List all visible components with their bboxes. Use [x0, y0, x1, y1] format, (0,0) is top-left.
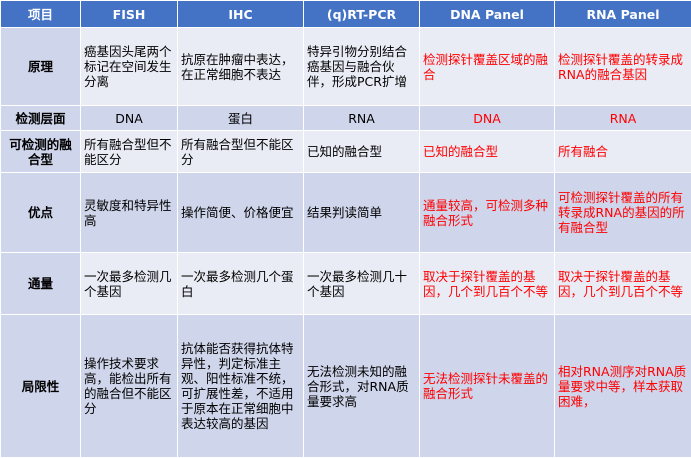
- row-label: 通量: [1, 253, 81, 315]
- table-row: 原理 癌基因头尾两个标记在空间发生分离 抗原在肿瘤中表达，在正常细胞不表达 特异…: [1, 28, 691, 106]
- header-cell-rna-panel: RNA Panel: [555, 1, 691, 28]
- table-cell: 检测探针覆盖区域的融合: [420, 28, 555, 106]
- table-cell: 所有融合: [555, 131, 691, 173]
- table-cell: 检测探针覆盖的转录成RNA的融合基因: [555, 28, 691, 106]
- header-cell-dna-panel: DNA Panel: [420, 1, 555, 28]
- header-cell-fish: FISH: [81, 1, 178, 28]
- header-cell-rtpcr: (q)RT-PCR: [304, 1, 420, 28]
- table-row: 优点 灵敏度和特异性高 操作简便、价格便宜 结果判读简单 通量较高，可检测多种融…: [1, 173, 691, 253]
- table-cell: 无法检测探针未覆盖的融合形式: [420, 315, 555, 458]
- table-cell: 所有融合型但不能区分: [178, 131, 304, 173]
- table-row: 可检测的融合型 所有融合型但不能区分 所有融合型但不能区分 已知的融合型 已知的…: [1, 131, 691, 173]
- table-cell: 已知的融合型: [420, 131, 555, 173]
- table-cell: 癌基因头尾两个标记在空间发生分离: [81, 28, 178, 106]
- table-cell: 所有融合型但不能区分: [81, 131, 178, 173]
- table-cell: 一次最多检测几个蛋白: [178, 253, 304, 315]
- table-cell: DNA: [81, 106, 178, 131]
- table-cell: 已知的融合型: [304, 131, 420, 173]
- header-cell-ihc: IHC: [178, 1, 304, 28]
- header-cell-item: 项目: [1, 1, 81, 28]
- table-cell: 抗体能否获得抗体特异性，判定标准主观、阳性标准不统，可扩展性差，不适用于原本在正…: [178, 315, 304, 458]
- table-cell: 抗原在肿瘤中表达，在正常细胞不表达: [178, 28, 304, 106]
- table-cell: 取决于探针覆盖的基因，几个到几百个不等: [420, 253, 555, 315]
- table-cell: RNA: [555, 106, 691, 131]
- table-cell: 无法检测未知的融合形式，对RNA质量要求高: [304, 315, 420, 458]
- row-label: 检测层面: [1, 106, 81, 131]
- table-cell: 可检测探针覆盖的所有转录成RNA的基因的所有融合型: [555, 173, 691, 253]
- table-cell: 结果判读简单: [304, 173, 420, 253]
- row-label: 局限性: [1, 315, 81, 458]
- table-cell: 特异引物分别结合癌基因与融合伙伴，形成PCR扩增: [304, 28, 420, 106]
- table-cell: 取决于探针覆盖的基因，几个到几百个不等: [555, 253, 691, 315]
- header-row: 项目 FISH IHC (q)RT-PCR DNA Panel RNA Pane…: [1, 1, 691, 28]
- table-cell: 通量较高，可检测多种融合形式: [420, 173, 555, 253]
- table-cell: 灵敏度和特异性高: [81, 173, 178, 253]
- table-cell: RNA: [304, 106, 420, 131]
- table-cell: 操作简便、价格便宜: [178, 173, 304, 253]
- table-cell: 一次最多检测几十个基因: [304, 253, 420, 315]
- table-cell: DNA: [420, 106, 555, 131]
- row-label: 优点: [1, 173, 81, 253]
- row-label: 原理: [1, 28, 81, 106]
- row-label: 可检测的融合型: [1, 131, 81, 173]
- table-cell: 操作技术要求高，能检出所有的融合但不能区分: [81, 315, 178, 458]
- table-cell: 一次最多检测几个基因: [81, 253, 178, 315]
- table-row: 检测层面 DNA 蛋白 RNA DNA RNA: [1, 106, 691, 131]
- table-row: 局限性 操作技术要求高，能检出所有的融合但不能区分 抗体能否获得抗体特异性，判定…: [1, 315, 691, 458]
- table-cell: 相对RNA测序对RNA质量要求中等，样本获取困难，: [555, 315, 691, 458]
- table-cell: 蛋白: [178, 106, 304, 131]
- table-row: 通量 一次最多检测几个基因 一次最多检测几个蛋白 一次最多检测几十个基因 取决于…: [1, 253, 691, 315]
